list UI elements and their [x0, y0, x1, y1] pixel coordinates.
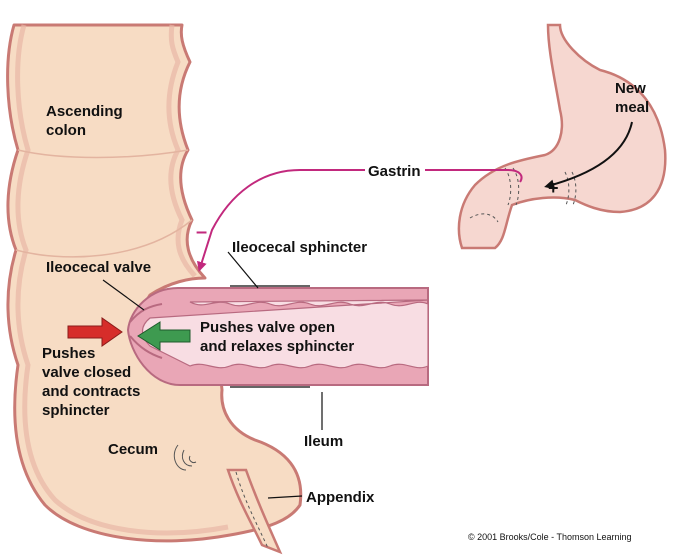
ascending-colon — [6, 23, 303, 543]
ileum — [126, 285, 429, 388]
label-new-meal-1: New — [615, 80, 646, 97]
stomach — [457, 23, 667, 250]
label-ileocecal-sphincter: Ileocecal sphincter — [232, 239, 367, 256]
label-ascending-colon-2: colon — [46, 122, 86, 139]
leader-lines — [102, 251, 323, 499]
label-ascending-colon-1: Ascending — [46, 103, 123, 120]
appendix — [226, 468, 283, 555]
gastrin-arrow — [197, 169, 523, 272]
label-pushes-closed-4: sphincter — [42, 402, 110, 419]
label-gastrin: Gastrin — [368, 163, 421, 180]
label-cecum: Cecum — [108, 441, 158, 458]
open-valve-arrow — [137, 321, 191, 351]
label-pushes-closed-3: and contracts — [42, 383, 140, 400]
close-valve-arrow — [67, 317, 123, 347]
label-ileum: Ileum — [304, 433, 343, 450]
label-pushes-closed-2: valve closed — [42, 364, 131, 381]
label-plus: + — [548, 178, 559, 198]
copyright-notice: © 2001 Brooks/Cole - Thomson Learning — [468, 532, 632, 542]
label-appendix: Appendix — [306, 489, 375, 506]
label-minus: – — [196, 221, 207, 243]
label-pushes-open-2: and relaxes sphincter — [200, 338, 354, 355]
label-ileocecal-valve: Ileocecal valve — [46, 259, 151, 276]
label-new-meal-2: meal — [615, 99, 649, 116]
label-pushes-closed-1: Pushes — [42, 345, 95, 362]
label-pushes-open-1: Pushes valve open — [200, 319, 335, 336]
